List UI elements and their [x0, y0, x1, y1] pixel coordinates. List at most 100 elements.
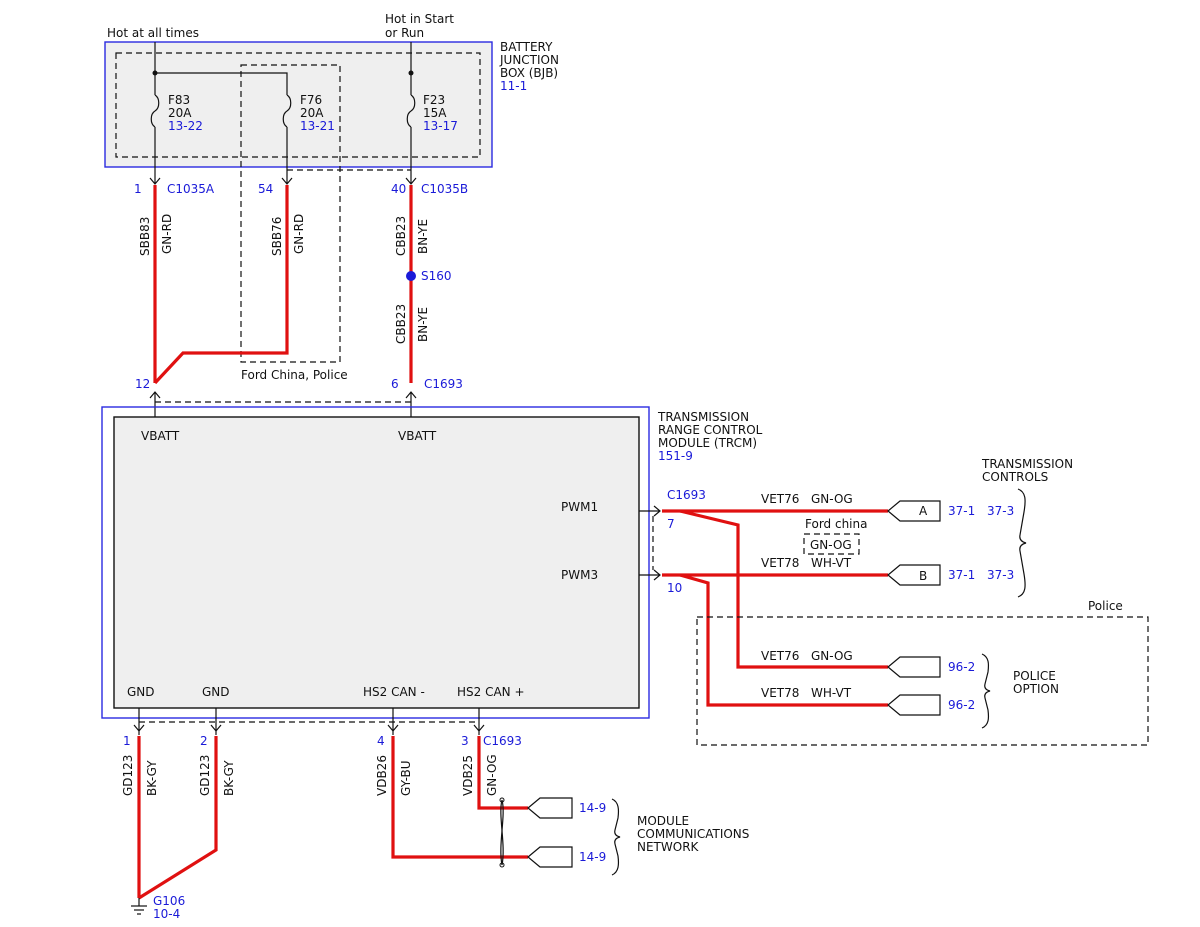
- battery-junction-box: BATTERY JUNCTION BOX (BJB) 11-1: [104, 40, 559, 168]
- wire-vet78-police-circuit: VET78: [761, 686, 799, 700]
- bjb-connector-c1035b: C1035B: [421, 182, 468, 196]
- fuse-f83-symbol: [150, 94, 160, 128]
- wire-sbb83-color: GN-RD: [160, 214, 174, 254]
- hot-in-start-label: Hot in Start: [385, 12, 454, 26]
- ford-china-label: Ford china: [805, 517, 867, 531]
- ground-g106-ref: 10-4: [153, 907, 180, 921]
- trcm-outer: [101, 406, 650, 719]
- bjb-title-2: JUNCTION: [499, 53, 559, 67]
- wire-vdb25: [477, 736, 528, 810]
- network-connector-1-ref: 14-9: [579, 801, 606, 815]
- trcm-title-3: MODULE (TRCM): [658, 436, 757, 450]
- connector-a-ref-1: 37-1: [948, 504, 975, 518]
- wire-vet76-police-color: GN-OG: [811, 649, 853, 663]
- twisted-pair-top-loop: [499, 797, 505, 803]
- wire-sbb83-circuit: SBB83: [138, 217, 152, 256]
- trcm-body: [114, 417, 639, 708]
- wire-vet76-police: [679, 509, 888, 669]
- fuse-f76-name: F76: [300, 93, 322, 107]
- connector-b-label: B: [919, 569, 927, 583]
- pin-7-chevron-icon: [653, 505, 661, 517]
- wire-cbb23-lower-color: BN-YE: [416, 307, 430, 342]
- feed-line-f76: [155, 72, 288, 95]
- network-connector-2-ref: 14-9: [579, 850, 606, 864]
- wire-vet76-circuit: VET76: [761, 492, 799, 506]
- police-option-title-1: POLICE: [1013, 669, 1056, 683]
- network-connector-1-flag: [527, 797, 573, 819]
- right-pin-7: 7: [667, 517, 675, 531]
- ford-china-color-box: [803, 533, 860, 555]
- fuse-f83-ref: 13-22: [168, 119, 203, 133]
- trcm-connector-c1693-top: C1693: [424, 377, 463, 391]
- pin-b3-chevron-icon: [473, 724, 485, 732]
- trcm-title-2: RANGE CONTROL: [658, 423, 763, 437]
- police-connector-2-ref: 96-2: [948, 698, 975, 712]
- network-title-3: NETWORK: [637, 840, 700, 854]
- wire-cbb23-upper-circuit: CBB23: [394, 216, 408, 256]
- fuse-f83-rating: 20A: [168, 106, 192, 120]
- wire-vet78-circuit: VET78: [761, 556, 799, 570]
- trcm-module: TRANSMISSION RANGE CONTROL MODULE (TRCM)…: [101, 406, 763, 719]
- wire-vet78-police-color: WH-VT: [811, 686, 852, 700]
- wire-vet76-police-circuit: VET76: [761, 649, 799, 663]
- fuse-f23-ref: 13-17: [423, 119, 458, 133]
- police-label: Police: [1088, 599, 1123, 613]
- connector-a-ref-2: 37-3: [987, 504, 1014, 518]
- network-connector-2-flag: [527, 846, 573, 868]
- wire-vet76-color: GN-OG: [811, 492, 853, 506]
- fuse-f23-rating: 15A: [423, 106, 447, 120]
- trcm-inner-outline: [113, 416, 640, 709]
- bjb-outline: [104, 41, 493, 168]
- police-option-brace: [981, 653, 991, 729]
- wire-gd123-a-circuit: GD123: [121, 755, 135, 796]
- trcm-ref: 151-9: [658, 449, 693, 463]
- hot-at-all-times-label: Hot at all times: [107, 26, 199, 40]
- wire-vet78-police: [679, 573, 888, 707]
- wire-vdb26: [391, 736, 528, 859]
- pin-b1-chevron-icon: [133, 724, 145, 732]
- bjb-connector-c1035a: C1035A: [167, 182, 215, 196]
- network-title-2: COMMUNICATIONS: [637, 827, 749, 841]
- fuse-f76-ref: 13-21: [300, 119, 335, 133]
- police-connector-1-ref: 96-2: [948, 660, 975, 674]
- wire-vdb25-circuit: VDB25: [461, 755, 475, 796]
- police-option-box: [696, 616, 1149, 746]
- pin-40-chevron-icon: [405, 177, 417, 185]
- trcm-title-1: TRANSMISSION: [657, 410, 749, 424]
- bjb-pin-1: 1: [134, 182, 142, 196]
- connector-b-ref-2: 37-3: [987, 568, 1014, 582]
- bjb-background: [105, 42, 492, 167]
- trcm-vbatt-1: VBATT: [141, 429, 180, 443]
- connector-a-label: A: [919, 504, 928, 518]
- trcm-gnd-1: GND: [127, 685, 155, 699]
- trcm-pin-6: 6: [391, 377, 399, 391]
- wire-vdb26-circuit: VDB26: [375, 755, 389, 796]
- pin-b2-chevron-icon: [210, 724, 222, 732]
- wire-sbb76: [153, 185, 289, 385]
- bjb-title-3: BOX (BJB): [500, 66, 558, 80]
- bjb-pin-40: 40: [391, 182, 406, 196]
- fuse-f83-name: F83: [168, 93, 190, 107]
- bottom-pin-4: 4: [377, 734, 385, 748]
- ford-china-police-option-box: [240, 64, 341, 363]
- fuse-f76-symbol: [282, 94, 292, 128]
- trcm-vbatt-2: VBATT: [398, 429, 437, 443]
- trcm-pin-12: 12: [135, 377, 150, 391]
- right-pin-10: 10: [667, 581, 682, 595]
- wire-vdb25-color: GN-OG: [485, 754, 499, 796]
- police-option-title-2: OPTION: [1013, 682, 1059, 696]
- wire-gd123-b-circuit: GD123: [198, 755, 212, 796]
- twisted-pair-bottom-loop: [499, 862, 505, 868]
- ford-china-color: GN-OG: [810, 538, 852, 552]
- wire-cbb23-upper-color: BN-YE: [416, 219, 430, 254]
- wire-sbb76-circuit: SBB76: [270, 217, 284, 256]
- right-connector-c1693: C1693: [667, 488, 706, 502]
- wire-gd123-b: [138, 736, 218, 900]
- trcm-hs2-can-minus: HS2 CAN -: [363, 685, 425, 699]
- wire-gd123-b-color: BK-GY: [222, 760, 236, 796]
- bjb-title-1: BATTERY: [500, 40, 553, 54]
- pin-54-chevron-icon: [281, 177, 293, 185]
- network-brace: [611, 798, 621, 876]
- network-title-1: MODULE: [637, 814, 689, 828]
